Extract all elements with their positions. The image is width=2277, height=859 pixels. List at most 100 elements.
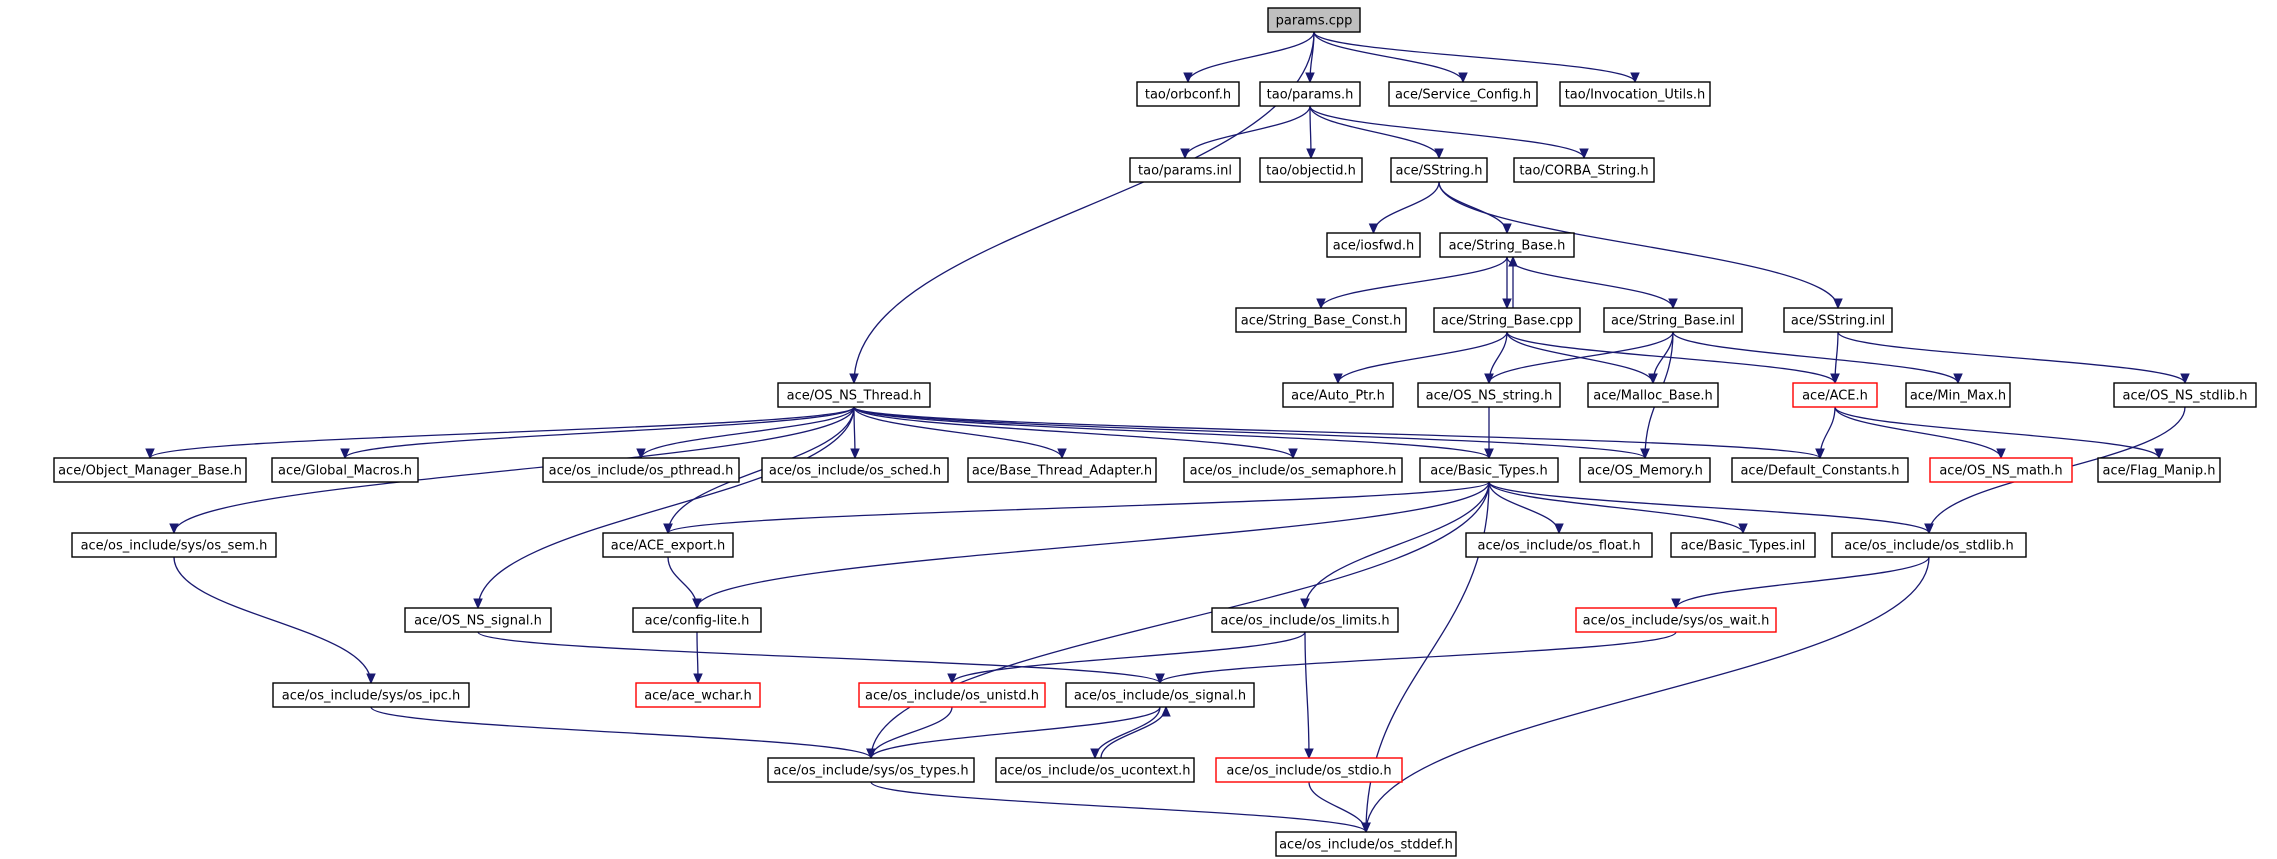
node-box: [1603, 307, 1743, 333]
edge-ace-os-include-os-stdlib-h-to-ace-os-include-sys-os-wait-h: [1671, 556, 1930, 610]
node-label: ace/OS_NS_Thread.h: [787, 389, 922, 404]
node-ace-os-ns-thread-h[interactable]: ace/OS_NS_Thread.h: [777, 382, 931, 408]
node-tao-orbconf-h[interactable]: tao/orbconf.h: [1136, 81, 1240, 107]
edge-tao-params-h-to-tao-corba-string-h: [1309, 105, 1589, 160]
node-label: ace/OS_NS_signal.h: [414, 614, 542, 629]
node-box: [53, 457, 247, 483]
node-box: [1731, 457, 1909, 483]
node-ace-os-include-sys-os-sem-h[interactable]: ace/os_include/sys/os_sem.h: [71, 532, 277, 558]
node-label: ace/OS_Memory.h: [1587, 464, 1703, 479]
node-tao-objectid-h[interactable]: tao/objectid.h: [1259, 157, 1363, 183]
node-box: [1417, 382, 1561, 408]
edge-ace-basic-types-h-to-ace-ace-export-h: [663, 481, 1490, 535]
node-ace-os-include-os-signal-h[interactable]: ace/os_include/os_signal.h: [1065, 682, 1255, 708]
node-ace-os-include-os-stdio-h[interactable]: ace/os_include/os_stdio.h: [1215, 757, 1403, 783]
node-ace-os-ns-signal-h[interactable]: ace/OS_NS_signal.h: [404, 607, 552, 633]
node-ace-iosfwd-h[interactable]: ace/iosfwd.h: [1326, 232, 1421, 258]
arrowhead-icon: [145, 448, 155, 460]
node-label: ace/os_include/os_float.h: [1477, 539, 1640, 554]
node-label: ace/Flag_Manip.h: [2103, 464, 2216, 479]
edge-ace-ace-export-h-to-ace-config-lite-h: [667, 556, 702, 610]
node-ace-string-base-h[interactable]: ace/String_Base.h: [1439, 232, 1575, 258]
node-label: ace/Object_Manager_Base.h: [58, 464, 242, 479]
node-label: ace/OS_NS_math.h: [1939, 464, 2062, 479]
arrowhead-icon: [1316, 298, 1326, 310]
node-ace-object-manager-base-h[interactable]: ace/Object_Manager_Base.h: [53, 457, 247, 483]
node-ace-os-include-os-unistd-h[interactable]: ace/os_include/os_unistd.h: [858, 682, 1046, 708]
node-tao-invocation-utils-h[interactable]: tao/Invocation_Utils.h: [1559, 81, 1711, 107]
arrowhead-icon: [1508, 255, 1518, 267]
edge-ace-os-ns-thread-h-to-ace-default-constants-h: [853, 406, 1825, 460]
node-ace-os-include-os-float-h[interactable]: ace/os_include/os_float.h: [1465, 532, 1653, 558]
edge-ace-ace-h-to-ace-os-ns-math-h: [1834, 406, 2006, 460]
node-tao-corba-string-h[interactable]: tao/CORBA_String.h: [1513, 157, 1655, 183]
node-ace-min-max-h[interactable]: ace/Min_Max.h: [1905, 382, 2011, 408]
node-ace-config-lite-h[interactable]: ace/config-lite.h: [632, 607, 762, 633]
node-label: ace/os_include/os_signal.h: [1074, 689, 1246, 704]
node-ace-default-constants-h[interactable]: ace/Default_Constants.h: [1731, 457, 1909, 483]
node-label: ace/os_include/os_unistd.h: [865, 689, 1039, 704]
node-ace-base-thread-adapter-h[interactable]: ace/Base_Thread_Adapter.h: [967, 457, 1157, 483]
node-box: [967, 457, 1157, 483]
arrowhead-icon: [1815, 448, 1825, 460]
node-ace-malloc-base-h[interactable]: ace/Malloc_Base.h: [1587, 382, 1719, 408]
node-ace-os-include-sys-os-wait-h[interactable]: ace/os_include/sys/os_wait.h: [1575, 607, 1777, 633]
node-box: [1259, 81, 1361, 107]
arrowhead-icon: [1458, 72, 1468, 84]
arrowhead-icon: [1183, 72, 1193, 84]
node-box: [602, 532, 734, 558]
node-ace-basic-types-inl[interactable]: ace/Basic_Types.inl: [1670, 532, 1816, 558]
node-ace-os-memory-h[interactable]: ace/OS_Memory.h: [1579, 457, 1711, 483]
arrowhead-icon: [2154, 448, 2164, 460]
node-ace-os-include-os-sched-h[interactable]: ace/os_include/os_sched.h: [761, 457, 949, 483]
node-label: ace/Auto_Ptr.h: [1291, 389, 1385, 404]
edge-ace-os-include-os-signal-h-to-ace-os-include-sys-os-types-h: [866, 706, 1161, 760]
arrowhead-icon: [1368, 223, 1379, 235]
node-ace-sstring-inl[interactable]: ace/SString.inl: [1783, 307, 1893, 333]
node-ace-string-base-cpp[interactable]: ace/String_Base.cpp: [1433, 307, 1581, 333]
node-box: [1388, 81, 1538, 107]
node-box: [542, 457, 740, 483]
node-label: ace/Service_Config.h: [1395, 88, 1531, 103]
node-ace-basic-types-h[interactable]: ace/Basic_Types.h: [1419, 457, 1559, 483]
node-ace-os-include-os-ucontext-h[interactable]: ace/os_include/os_ucontext.h: [995, 757, 1195, 783]
arrowhead-icon: [1304, 748, 1314, 760]
node-ace-os-include-os-pthread-h[interactable]: ace/os_include/os_pthread.h: [542, 457, 740, 483]
edge-ace-os-ns-thread-h-to-ace-os-ns-signal-h: [473, 406, 855, 610]
node-box: [1792, 382, 1878, 408]
arrowhead-icon: [1668, 298, 1678, 310]
node-ace-ace-wchar-h[interactable]: ace/ace_wchar.h: [635, 682, 761, 708]
node-ace-flag-manip-h[interactable]: ace/Flag_Manip.h: [2097, 457, 2221, 483]
node-ace-os-include-os-stdlib-h[interactable]: ace/os_include/os_stdlib.h: [1831, 532, 2027, 558]
arrowhead-icon: [169, 523, 179, 535]
node-ace-auto-ptr-h[interactable]: ace/Auto_Ptr.h: [1282, 382, 1394, 408]
node-ace-global-macros-h[interactable]: ace/Global_Macros.h: [271, 457, 419, 483]
node-ace-string-base-inl[interactable]: ace/String_Base.inl: [1603, 307, 1743, 333]
node-label: ace/os_include/sys/os_sem.h: [81, 539, 268, 554]
node-tao-params-h[interactable]: tao/params.h: [1259, 81, 1361, 107]
edge-ace-sstring-h-to-ace-sstring-inl: [1438, 181, 1843, 310]
node-ace-os-include-os-limits-h[interactable]: ace/os_include/os_limits.h: [1211, 607, 1399, 633]
node-ace-ace-export-h[interactable]: ace/ACE_export.h: [602, 532, 734, 558]
node-ace-os-ns-string-h[interactable]: ace/OS_NS_string.h: [1417, 382, 1561, 408]
node-ace-os-include-os-stddef-h[interactable]: ace/os_include/os_stddef.h: [1275, 831, 1457, 857]
node-label: ace/ACE_export.h: [611, 539, 725, 554]
edge-ace-string-base-inl-to-ace-os-ns-string-h: [1484, 331, 1674, 385]
node-ace-os-include-sys-os-ipc-h[interactable]: ace/os_include/sys/os_ipc.h: [272, 682, 470, 708]
node-ace-service-config-h[interactable]: ace/Service_Config.h: [1388, 81, 1538, 107]
node-ace-os-include-os-semaphore-h[interactable]: ace/os_include/os_semaphore.h: [1183, 457, 1403, 483]
arrowhead-icon: [1996, 448, 2006, 460]
edge-ace-string-base-inl-to-ace-min-max-h: [1672, 331, 1963, 385]
node-ace-sstring-h[interactable]: ace/SString.h: [1390, 157, 1488, 183]
node-ace-os-include-sys-os-types-h[interactable]: ace/os_include/sys/os_types.h: [767, 757, 975, 783]
node-box: [1439, 232, 1575, 258]
node-ace-ace-h[interactable]: ace/ACE.h: [1792, 382, 1878, 408]
node-ace-os-ns-math-h[interactable]: ace/OS_NS_math.h: [1929, 457, 2073, 483]
node-ace-os-ns-stdlib-h[interactable]: ace/OS_NS_stdlib.h: [2113, 382, 2257, 408]
node-tao-params-inl[interactable]: tao/params.inl: [1129, 157, 1241, 183]
node-ace-string-base-const-h[interactable]: ace/String_Base_Const.h: [1235, 307, 1407, 333]
arrowhead-icon: [1648, 373, 1658, 385]
arrowhead-icon: [1738, 523, 1748, 535]
node-label: ace/ACE.h: [1802, 389, 1868, 404]
